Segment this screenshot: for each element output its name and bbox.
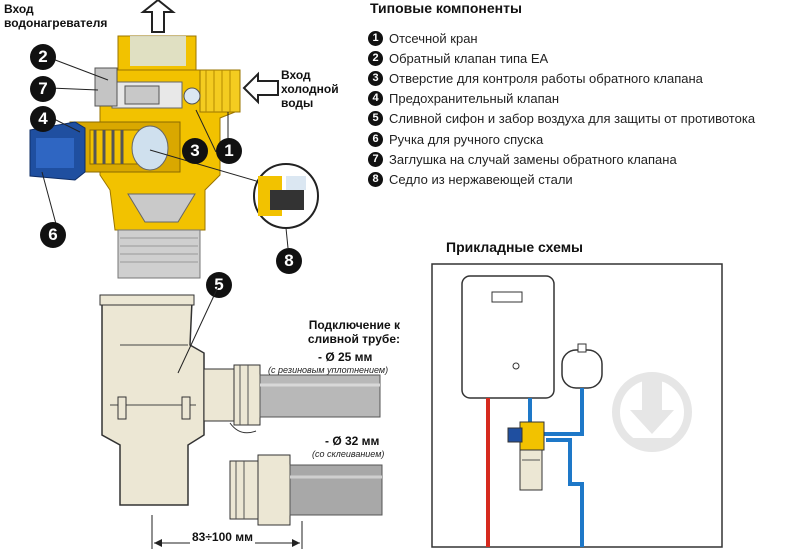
marker-7: 7 — [30, 76, 56, 102]
dia25-note: (с резиновым уплотнением) — [268, 365, 389, 375]
applied-scheme-diagram — [431, 263, 723, 548]
marker-2: 2 — [30, 44, 56, 70]
download-watermark-icon — [612, 372, 692, 452]
marker-1: 1 — [216, 138, 242, 164]
arrow-left-icon — [242, 71, 279, 105]
arrow-up-icon — [140, 0, 176, 33]
distance-label: 83÷100 мм — [190, 530, 256, 544]
marker-4: 4 — [30, 106, 56, 132]
siphon-illustration — [99, 286, 383, 549]
marker-3: 3 — [182, 138, 208, 164]
dia25-label: - Ø 25 мм — [318, 350, 373, 364]
cold-inlet-label: Вход холодной воды — [281, 68, 339, 110]
components-title: Типовые компоненты — [370, 0, 522, 16]
applied-schemes-title: Прикладные схемы — [446, 239, 584, 255]
dia32-label: - Ø 32 мм — [325, 434, 380, 448]
marker-6: 6 — [40, 222, 66, 248]
valve-illustration — [29, 0, 319, 279]
marker-5: 5 — [206, 272, 232, 298]
dia32-note: (со склеиванием) — [312, 449, 385, 459]
drain-connection-label: Подключение к сливной трубе: — [307, 318, 400, 346]
heater-inlet-label: Вход водонагревателя — [4, 2, 108, 30]
marker-8: 8 — [276, 248, 302, 274]
